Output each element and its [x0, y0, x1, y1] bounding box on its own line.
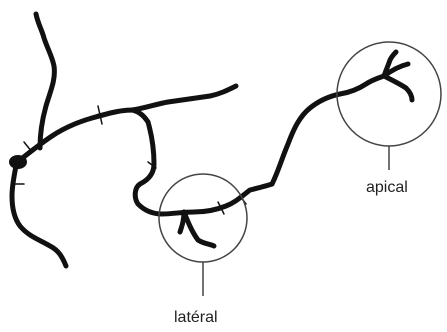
tick-mark	[147, 161, 157, 169]
apical-label: apical	[366, 179, 408, 196]
lateral-branch-side	[177, 209, 187, 235]
tick-mark	[97, 105, 103, 125]
tick-marks	[11, 105, 247, 215]
upper-right-branch	[129, 83, 239, 113]
dendrite-tree	[9, 11, 415, 269]
apical-branch-lower	[381, 73, 415, 103]
apical-branch-mid	[381, 49, 399, 79]
main-trunk	[17, 107, 151, 163]
branch-to-apical	[269, 73, 387, 187]
lateral-circle	[158, 173, 248, 263]
descending-loop	[132, 119, 275, 217]
lateral-label: latéral	[174, 309, 218, 326]
lower-left-branch	[9, 163, 69, 269]
upper-left-branch	[33, 11, 57, 151]
lateral-branch-main	[181, 209, 217, 249]
tick-mark	[23, 141, 33, 153]
tick-mark	[217, 201, 225, 215]
soma	[9, 155, 27, 169]
